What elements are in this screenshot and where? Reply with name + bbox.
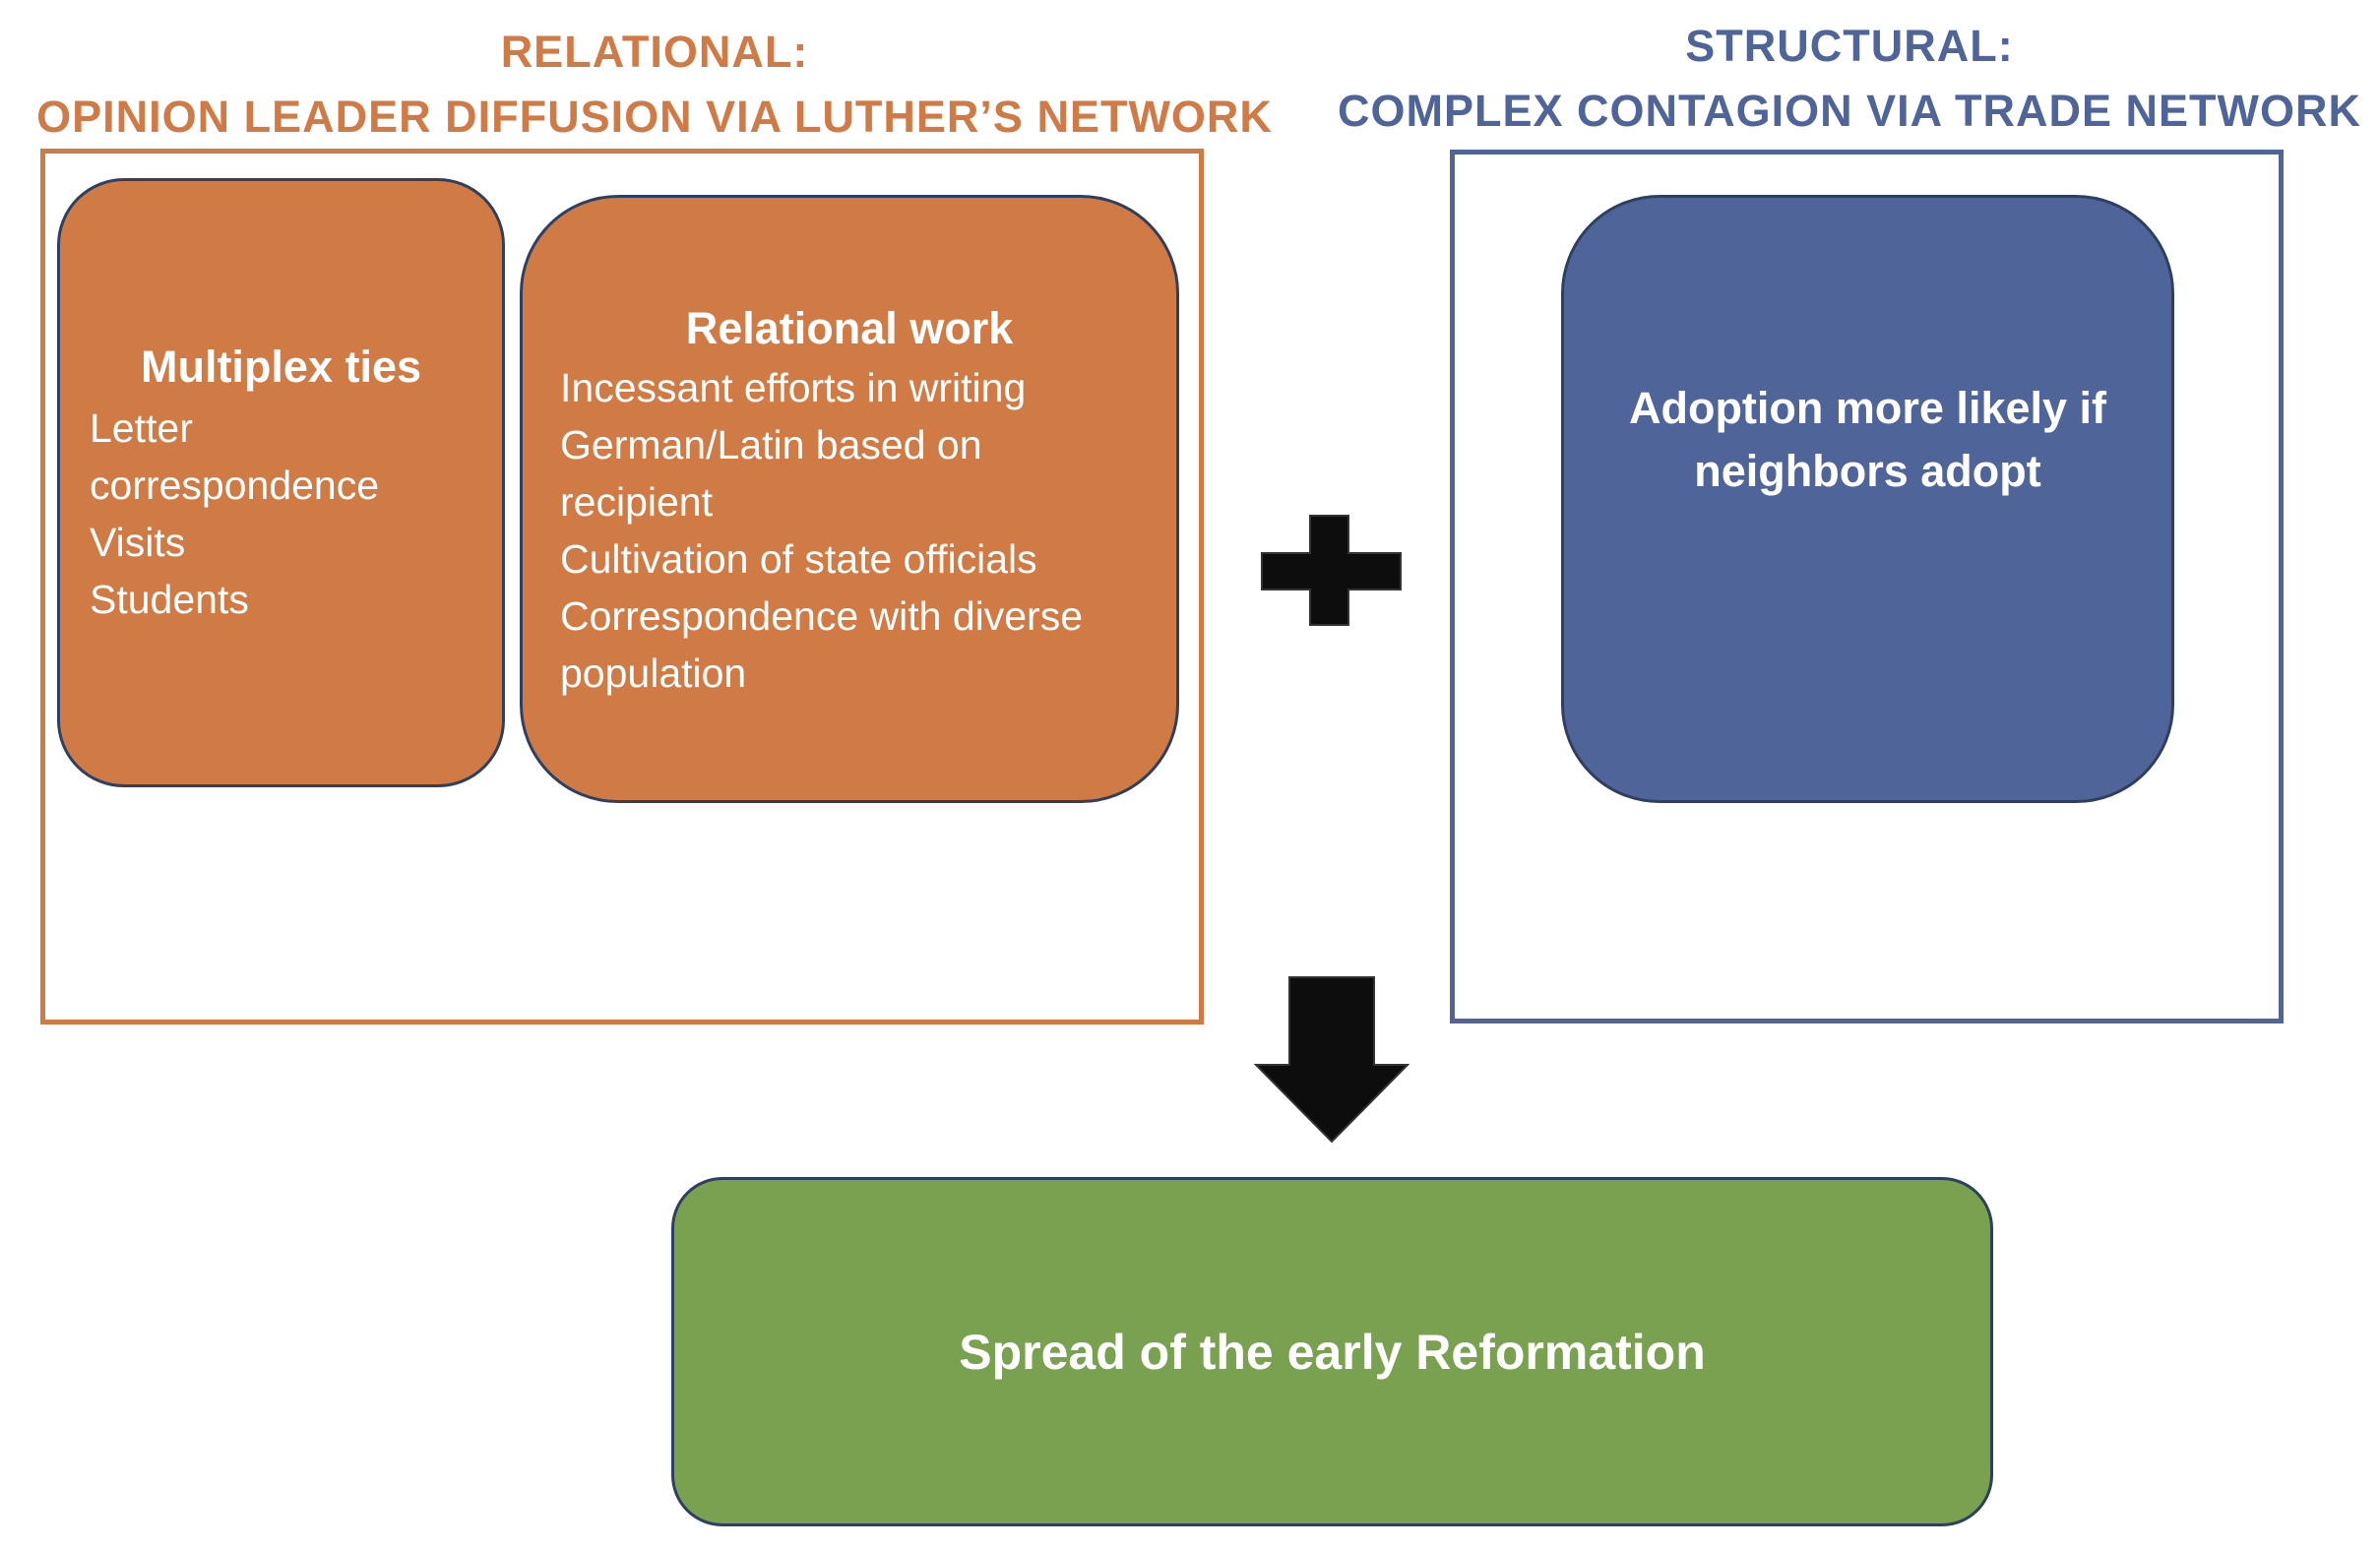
list-item: Letter — [90, 405, 193, 451]
multiplex-ties-title: Multiplex ties — [140, 341, 422, 392]
list-item: recipient — [560, 479, 713, 525]
list-item: Students — [90, 577, 249, 622]
adoption-card: Adoption more likely if neighbors adopt — [1561, 195, 2174, 803]
plus-icon — [1261, 515, 1402, 626]
list-item: Incessant efforts in writing — [560, 365, 1027, 410]
relational-work-list: Incessant efforts in writing German/Lati… — [560, 359, 1166, 702]
relational-heading: RELATIONAL: OPINION LEADER DIFFUSION VIA… — [0, 20, 1309, 150]
multiplex-ties-card: Multiplex ties Letter correspondence Vis… — [57, 178, 505, 787]
outcome-text: Spread of the early Reformation — [959, 1324, 1706, 1380]
list-item: Correspondence with diverse — [560, 593, 1083, 639]
adoption-text: Adoption more likely if neighbors adopt — [1628, 383, 2107, 496]
structural-heading-label: STRUCTURAL: — [1685, 21, 2014, 71]
list-item: population — [560, 651, 747, 696]
list-item: German/Latin based on — [560, 422, 982, 467]
relational-work-title: Relational work — [685, 303, 1014, 353]
structural-heading-subtitle: COMPLEX CONTAGION VIA TRADE NETWORK — [1338, 86, 2361, 136]
list-item: correspondence — [90, 463, 380, 508]
multiplex-ties-list: Letter correspondence Visits Students — [90, 400, 492, 628]
outcome-card: Spread of the early Reformation — [671, 1177, 1993, 1526]
relational-heading-label: RELATIONAL: — [500, 27, 809, 77]
structural-heading: STRUCTURAL: COMPLEX CONTAGION VIA TRADE … — [1319, 14, 2380, 144]
relational-work-card: Relational work Incessant efforts in wri… — [520, 195, 1179, 803]
down-arrow-icon — [1253, 976, 1410, 1144]
list-item: Visits — [90, 520, 186, 565]
list-item: Cultivation of state officials — [560, 536, 1037, 582]
relational-heading-subtitle: OPINION LEADER DIFFUSION VIA LUTHER’S NE… — [36, 92, 1273, 142]
